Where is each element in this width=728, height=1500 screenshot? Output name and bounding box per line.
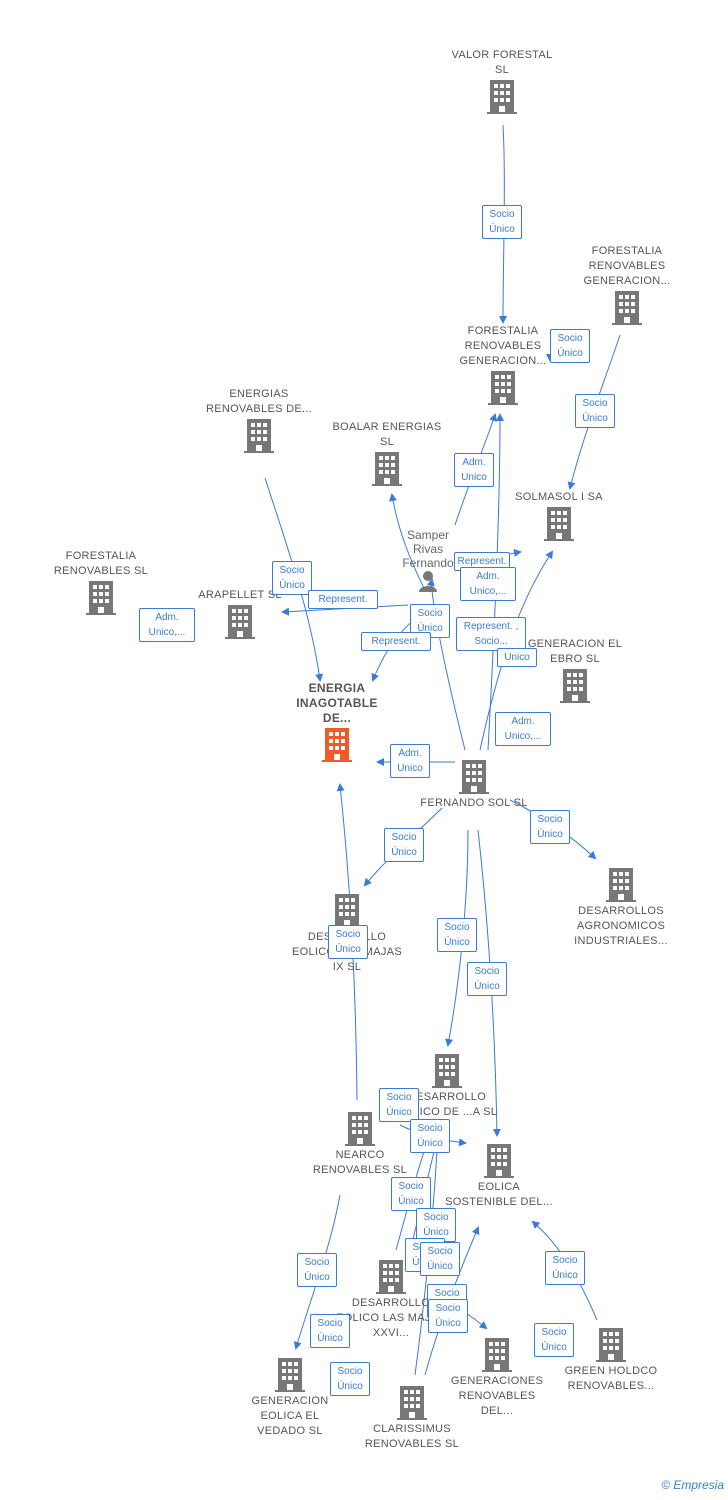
- empresia-logo[interactable]: ©Empresia: [661, 1478, 724, 1492]
- node-green-holdco[interactable]: GREEN HOLDCO RENOVABLES...: [556, 1326, 666, 1394]
- badge-represent[interactable]: Represent.: [361, 632, 431, 651]
- badge-socio-unico[interactable]: Socio Único: [428, 1299, 468, 1333]
- building-icon: [484, 1144, 514, 1178]
- building-icon: [86, 581, 116, 615]
- badge-socio-unico[interactable]: Socio Único: [420, 1242, 460, 1276]
- node-forestalia-renovables[interactable]: FORESTALIA RENOVABLES SL: [46, 549, 156, 617]
- badge-socio-unico[interactable]: Socio Único: [482, 205, 522, 239]
- building-icon: [544, 507, 574, 541]
- node-energia-inagotable[interactable]: ENERGIA INAGOTABLE DE...: [282, 681, 392, 764]
- badge-socio-unico[interactable]: Socio Único: [391, 1177, 431, 1211]
- building-icon: [397, 1386, 427, 1420]
- badge-socio-unico[interactable]: Socio Único: [467, 962, 507, 996]
- node-forestalia-generacion-mid[interactable]: FORESTALIA RENOVABLES GENERACION...: [448, 324, 558, 407]
- node-clarissimus[interactable]: CLARISSIMUS RENOVABLES SL: [357, 1384, 467, 1452]
- building-icon: [244, 419, 274, 453]
- building-icon: [372, 452, 402, 486]
- building-icon: [596, 1328, 626, 1362]
- node-generaciones-renovables[interactable]: GENERACIONES RENOVABLES DEL...: [442, 1336, 552, 1419]
- building-icon: [432, 1054, 462, 1088]
- node-generacion-el-ebro[interactable]: GENERACION EL EBRO SL: [520, 637, 630, 705]
- node-energias-renovables[interactable]: ENERGIAS RENOVABLES DE...: [204, 387, 314, 455]
- node-eolica-sostenible[interactable]: EOLICA SOSTENIBLE DEL...: [444, 1142, 554, 1210]
- node-person-samper-rivas[interactable]: Samper Rivas Fernando: [398, 528, 458, 597]
- badge-socio-unico[interactable]: Socio Único: [545, 1251, 585, 1285]
- node-fernando-sol[interactable]: FERNANDO SOL SL: [419, 758, 529, 811]
- building-icon: [612, 291, 642, 325]
- badge-socio-unico[interactable]: Socio Único: [550, 329, 590, 363]
- building-icon: [332, 894, 362, 928]
- building-icon: [488, 371, 518, 405]
- badge-adm-unico-more[interactable]: Adm. Unico,...: [495, 712, 551, 746]
- badge-socio-unico[interactable]: Socio Único: [297, 1253, 337, 1287]
- badge-socio-unico[interactable]: Socio Único: [330, 1362, 370, 1396]
- building-icon: [606, 868, 636, 902]
- badge-socio-unico[interactable]: Socio Único: [416, 1208, 456, 1242]
- badge-adm-unico-more[interactable]: Adm. Unico,...: [139, 608, 195, 642]
- node-forestalia-generacion-top[interactable]: FORESTALIA RENOVABLES GENERACION...: [572, 244, 682, 327]
- building-icon: [376, 1260, 406, 1294]
- building-icon: [459, 760, 489, 794]
- person-icon: [419, 571, 437, 592]
- badge-socio-unico[interactable]: Socio Único: [384, 828, 424, 862]
- badge-socio-unico[interactable]: Socio Único: [575, 394, 615, 428]
- node-nearco-renovables[interactable]: NEARCO RENOVABLES SL: [305, 1110, 415, 1178]
- building-icon: [560, 669, 590, 703]
- node-desarrollo-eolico-c[interactable]: DESARROLLO EOLICO DE ...A SL: [392, 1052, 502, 1120]
- badge-represent[interactable]: Represent.: [308, 590, 378, 609]
- badge-socio-unico[interactable]: Socio Único: [410, 1119, 450, 1153]
- badge-adm-unico[interactable]: Adm. Unico: [454, 453, 494, 487]
- badge-socio-unico[interactable]: Socio Único: [534, 1323, 574, 1357]
- building-icon: [482, 1338, 512, 1372]
- building-icon: [225, 605, 255, 639]
- node-arapellet[interactable]: ARAPELLET SL: [185, 588, 295, 641]
- node-desarrollo-majas-xxvi[interactable]: DESARROLLO EOLICO LAS MAJAS XXVI...: [336, 1258, 446, 1341]
- badge-represent-socio[interactable]: Represent. , Socio...: [456, 617, 526, 651]
- badge-socio-unico[interactable]: Socio Único: [530, 810, 570, 844]
- node-boalar-energias[interactable]: BOALAR ENERGIAS SL: [332, 420, 442, 488]
- building-icon: [322, 728, 352, 762]
- node-solmasol[interactable]: SOLMASOL I SA: [504, 490, 614, 543]
- building-icon: [345, 1112, 375, 1146]
- badge-socio-unico[interactable]: Socio Único: [379, 1088, 419, 1122]
- building-icon: [487, 80, 517, 114]
- badge-socio-unico[interactable]: Socio Único: [310, 1314, 350, 1348]
- badge-adm-unico-more[interactable]: Adm. Unico,...: [460, 567, 516, 601]
- badge-socio-unico[interactable]: Socio Único: [328, 925, 368, 959]
- badge-adm-unico[interactable]: Adm. Unico: [390, 744, 430, 778]
- node-desarrollos-agronomicos[interactable]: DESARROLLOS AGRONOMICOS INDUSTRIALES...: [566, 866, 676, 949]
- node-valor-forestal[interactable]: VALOR FORESTAL SL: [447, 48, 557, 116]
- building-icon: [275, 1358, 305, 1392]
- node-generacion-vedado[interactable]: GENERACION EOLICA EL VEDADO SL: [235, 1356, 345, 1439]
- badge-socio-unico[interactable]: Socio Único: [272, 561, 312, 595]
- badge-socio-unico[interactable]: Socio Único: [437, 918, 477, 952]
- badge-unico[interactable]: Unico: [497, 648, 537, 667]
